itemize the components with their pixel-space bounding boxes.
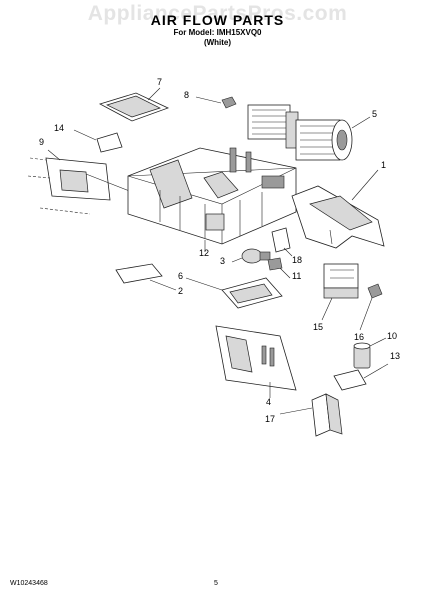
page-number: 5 — [214, 580, 218, 587]
callout-3: 3 — [220, 256, 226, 266]
callout-11: 11 — [292, 271, 302, 281]
callout-1: 1 — [381, 160, 387, 170]
variant-label: (White) — [203, 38, 232, 47]
callout-2: 2 — [178, 286, 184, 296]
part-5-blower-motor — [247, 104, 371, 161]
part-7-filter — [98, 87, 170, 122]
part-17-vertical-duct — [279, 393, 343, 437]
diagram-title: AIR FLOW PARTS — [150, 12, 285, 28]
part-13-bracket — [333, 363, 389, 391]
callout-9: 9 — [39, 137, 45, 147]
model-line: For Model: IMH15XVQ0 — [173, 28, 262, 37]
part-18-damper — [271, 227, 293, 257]
part-2-plate — [115, 263, 177, 291]
callout-5: 5 — [372, 109, 378, 119]
part-9-air-duct — [27, 149, 133, 215]
callout-18: 18 — [292, 255, 303, 265]
air-flow-chassis — [127, 147, 297, 252]
watermark: AppliancePartsPros.com — [87, 2, 348, 25]
callout-7: 7 — [157, 77, 163, 87]
part-10-capacitor — [353, 337, 387, 369]
part-1-side-duct — [291, 169, 385, 249]
part-4-panel — [215, 325, 297, 398]
callout-17: 17 — [265, 414, 276, 424]
callout-10: 10 — [387, 331, 398, 341]
callout-12: 12 — [199, 248, 210, 258]
part-15-transformer — [321, 263, 359, 321]
callout-8: 8 — [184, 90, 190, 100]
part-14-bracket — [73, 129, 123, 153]
part-11-connector — [267, 257, 291, 279]
callout-6: 6 — [178, 271, 184, 281]
document-number: W10243468 — [10, 580, 48, 587]
callout-15: 15 — [313, 322, 324, 332]
callout-14: 14 — [54, 123, 65, 133]
part-3-motor — [231, 248, 271, 264]
part-8-clip — [195, 96, 237, 109]
part-6-cover-plate — [185, 277, 283, 309]
callout-4: 4 — [266, 397, 272, 407]
callout-13: 13 — [390, 351, 401, 361]
callout-16: 16 — [354, 332, 365, 342]
part-16-switch — [359, 283, 383, 331]
